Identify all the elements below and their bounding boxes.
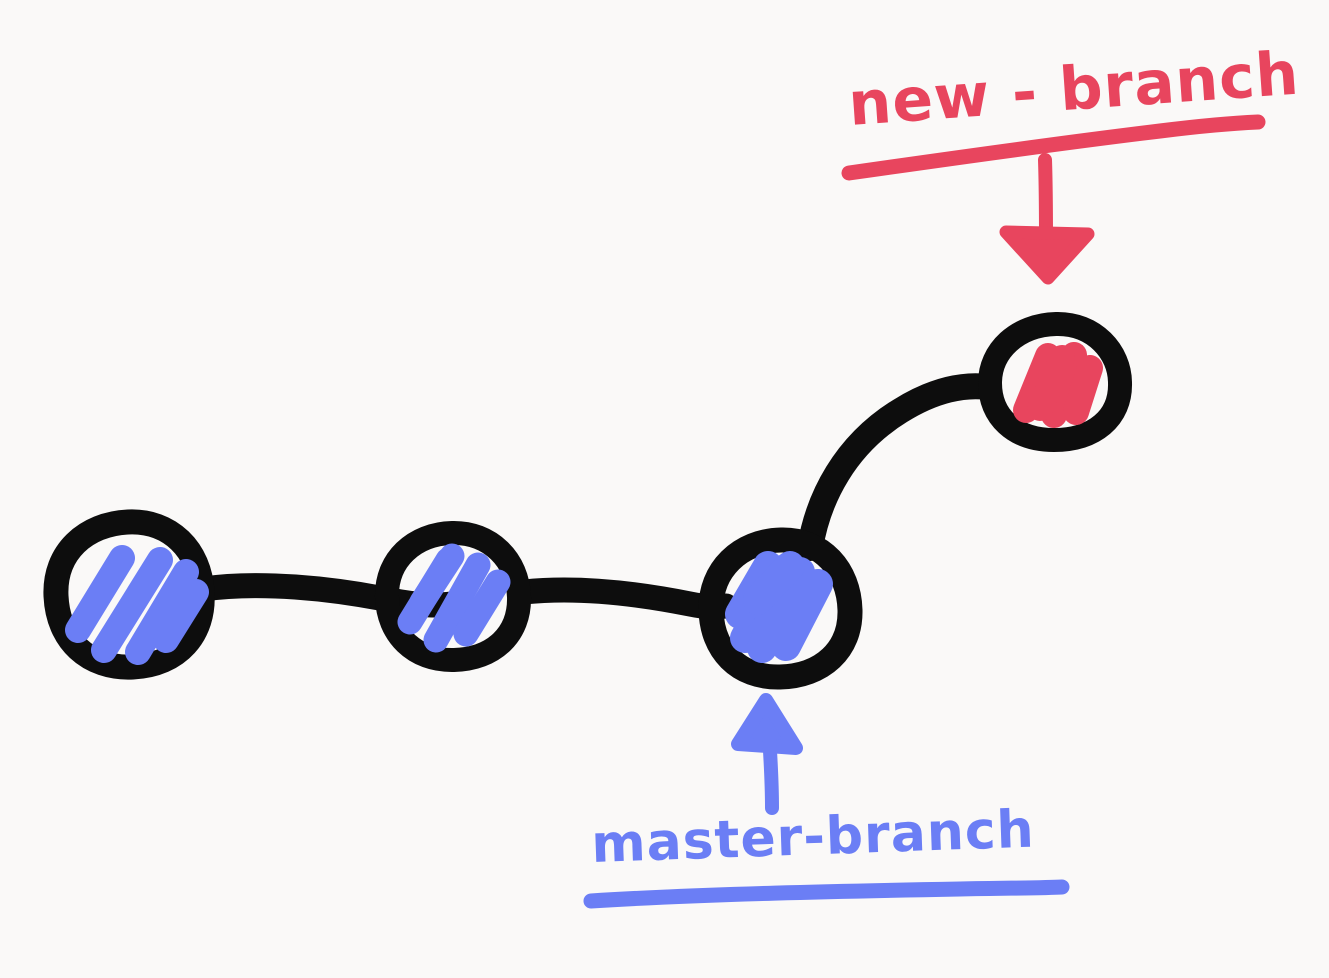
master-branch-arrow-shaft [762,728,779,815]
commit-node-2-ring [375,521,531,672]
commit-node-4[interactable] [978,312,1132,452]
edge-c3-c4-curve [797,373,1001,561]
commit-node-1-fill [65,545,209,665]
master-branch-underline [583,879,1070,909]
commit-node-1-ring [43,509,215,680]
commit-node-1[interactable] [43,509,215,680]
commit-node-3[interactable] [698,527,863,690]
new-branch-arrow-head [999,225,1095,285]
new-branch-underline [841,114,1266,181]
commit-node-3-fill [725,551,833,663]
new-branch-annotation [841,114,1266,285]
commit-node-2-fill [397,543,511,653]
master-branch-label: master-branch [590,800,1035,875]
commit-node-4-fill [1013,342,1103,428]
edge-c2-c3 [511,577,739,620]
commit-node-3-ring [698,527,863,690]
master-branch-annotation [583,693,1070,909]
commit-node-2[interactable] [375,521,531,672]
commit-node-4-ring [978,312,1132,452]
edge-c1-c2 [190,573,473,618]
edge-group [190,373,1001,620]
